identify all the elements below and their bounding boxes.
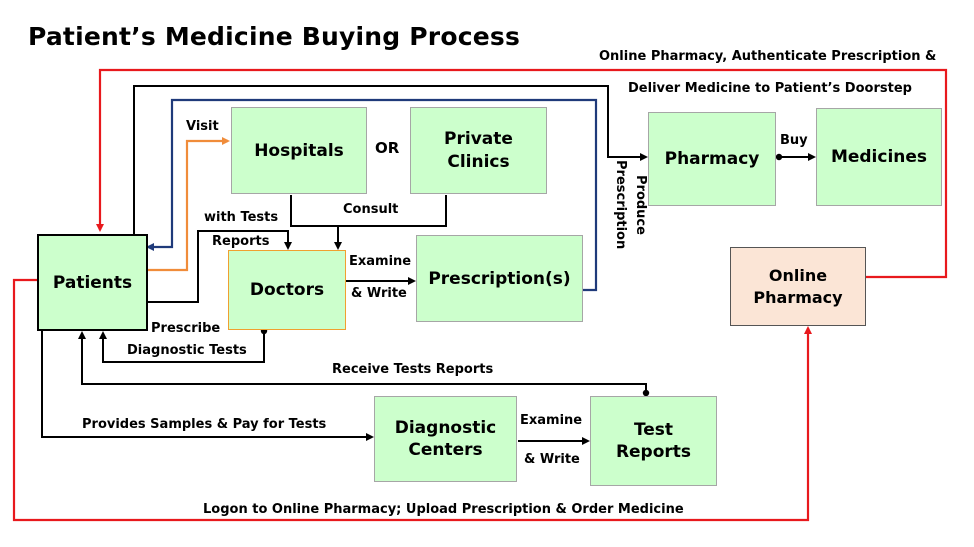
patients-box: Patients <box>37 234 148 331</box>
online-order-arrow <box>12 278 812 522</box>
consult-label: Consult <box>343 202 399 217</box>
visit-label: Visit <box>186 119 219 134</box>
test-reports-box: Test Reports <box>590 396 717 486</box>
write-label-2: & Write <box>524 452 580 467</box>
hospitals-label: Hospitals <box>254 140 344 161</box>
provides-samples-label: Provides Samples & Pay for Tests <box>82 417 327 432</box>
diagnostic-tests-label: Diagnostic Tests <box>127 343 247 358</box>
page-title: Patient’s Medicine Buying Process <box>28 22 521 51</box>
examine-label-1: Examine <box>349 254 412 269</box>
patients-to-pharmacy-arrow <box>133 85 648 236</box>
doctors-box: Doctors <box>228 250 346 330</box>
logon-label: Logon to Online Pharmacy; Upload Prescri… <box>203 502 684 517</box>
provides-samples-arrow <box>41 331 374 441</box>
private-clinics-label-2: Clinics <box>447 151 510 172</box>
write-label-1: & Write <box>351 286 407 301</box>
prescriptions-label: Prescription(s) <box>428 268 571 289</box>
with-tests-label: with Tests <box>204 210 279 225</box>
receive-reports-label: Receive Tests Reports <box>332 362 494 377</box>
examine-label-2: Examine <box>520 413 583 428</box>
private-clinics-box: Private Clinics <box>410 107 547 194</box>
online-top-label-1: Online Pharmacy, Authenticate Prescripti… <box>599 49 937 64</box>
online-pharmacy-label-2: Pharmacy <box>753 287 843 307</box>
visit-arrow <box>148 137 230 272</box>
prescription-rotated-label: Prescription <box>613 160 628 250</box>
test-reports-label-1: Test <box>633 419 674 440</box>
test-reports-label-2: Reports <box>615 442 692 462</box>
pharmacy-box: Pharmacy <box>648 112 776 206</box>
private-clinics-label-1: Private <box>444 129 513 150</box>
online-delivery-arrow <box>96 68 948 279</box>
with-tests-arrow <box>148 230 292 303</box>
hospitals-box: Hospitals <box>231 107 367 194</box>
prescription-to-patients-arrow <box>146 98 598 292</box>
online-top-label-2: Deliver Medicine to Patient’s Doorstep <box>628 81 912 96</box>
prescribe-tests-arrow <box>99 331 265 363</box>
pharmacy-label: Pharmacy <box>664 149 760 169</box>
diagnostic-centers-box: Diagnostic Centers <box>374 396 517 482</box>
buy-label: Buy <box>780 133 808 148</box>
patients-label: Patients <box>52 272 133 293</box>
diagnostic-centers-label-1: Diagnostic <box>394 417 497 438</box>
online-pharmacy-label-1: Online <box>768 265 828 285</box>
online-pharmacy-box: Online Pharmacy <box>730 247 866 326</box>
prescribe-label: Prescribe <box>151 321 221 336</box>
diagnostic-centers-label-2: Centers <box>408 440 483 460</box>
doctors-label: Doctors <box>249 280 325 300</box>
prescriptions-box: Prescription(s) <box>416 235 583 322</box>
or-label: OR <box>375 139 400 157</box>
medicines-label: Medicines <box>830 147 928 167</box>
consult-line <box>290 195 447 227</box>
produce-label: Produce <box>633 175 648 235</box>
reports-label: Reports <box>212 234 270 249</box>
medicines-box: Medicines <box>816 108 942 206</box>
